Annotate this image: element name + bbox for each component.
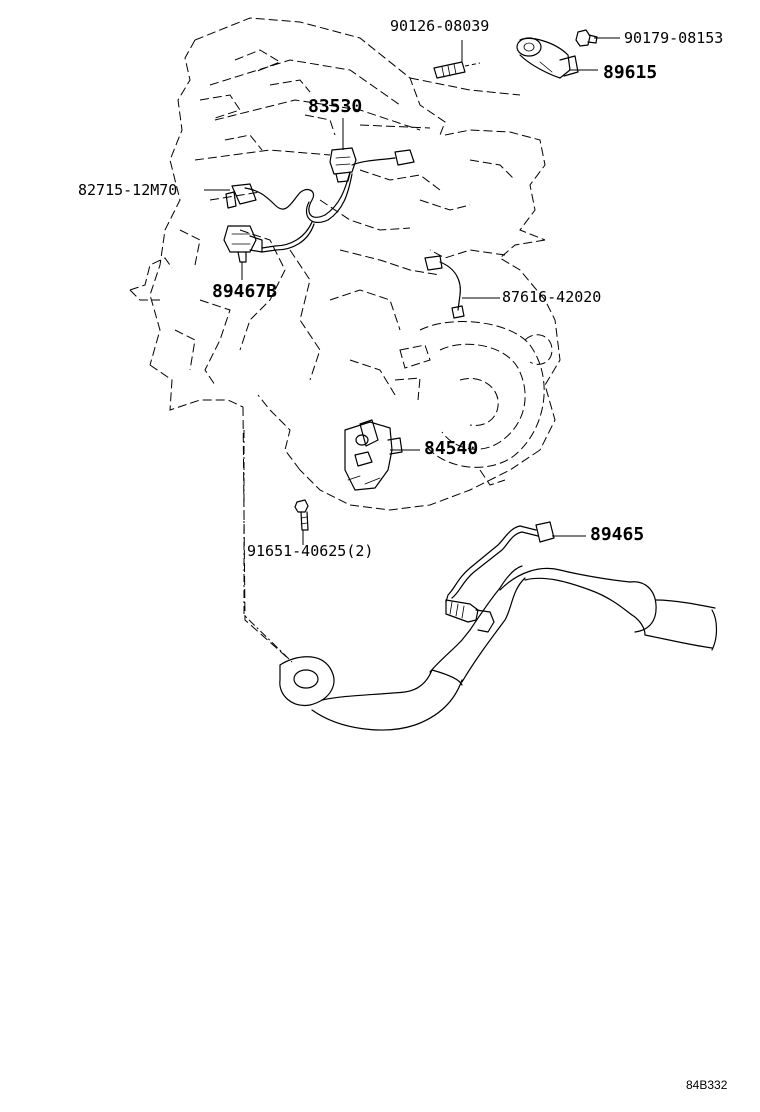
exhaust-pipe — [279, 565, 718, 731]
callout-89467B[interactable]: 89467B — [212, 281, 278, 302]
engine-internal-detail — [174, 49, 516, 396]
callout-90179[interactable]: 90179-08153 — [624, 29, 724, 47]
knock-sensor-89615 — [516, 37, 579, 79]
callout-91651[interactable]: 91651-40625(2) — [247, 542, 374, 560]
figure-code: 84B332 — [686, 1078, 728, 1092]
callout-87616[interactable]: 87616-42020 — [502, 288, 602, 306]
phantom-line — [243, 430, 293, 663]
callout-82715[interactable]: 82715-12M70 — [78, 181, 178, 199]
neutral-start-switch-84540 — [344, 419, 403, 491]
o2-sensor-89465 — [445, 521, 555, 633]
callout-89465[interactable]: 89465 — [590, 524, 645, 545]
callout-89615[interactable]: 89615 — [603, 62, 658, 83]
stud-bolt-90126 — [433, 61, 481, 79]
leader-lines — [204, 37, 620, 545]
callout-90126[interactable]: 90126-08039 — [390, 17, 490, 35]
engine-block-outline — [129, 17, 561, 661]
oil-pressure-switch-83530 — [329, 147, 415, 183]
bolt-90179 — [575, 29, 598, 47]
bolt-91651 — [294, 499, 309, 531]
connector-87616 — [424, 255, 465, 319]
harness-82715 — [225, 171, 353, 253]
transmission-housing — [394, 321, 553, 486]
callout-83530[interactable]: 83530 — [308, 96, 363, 117]
callout-84540[interactable]: 84540 — [424, 438, 479, 459]
o2-sensor-89467B — [223, 225, 263, 263]
